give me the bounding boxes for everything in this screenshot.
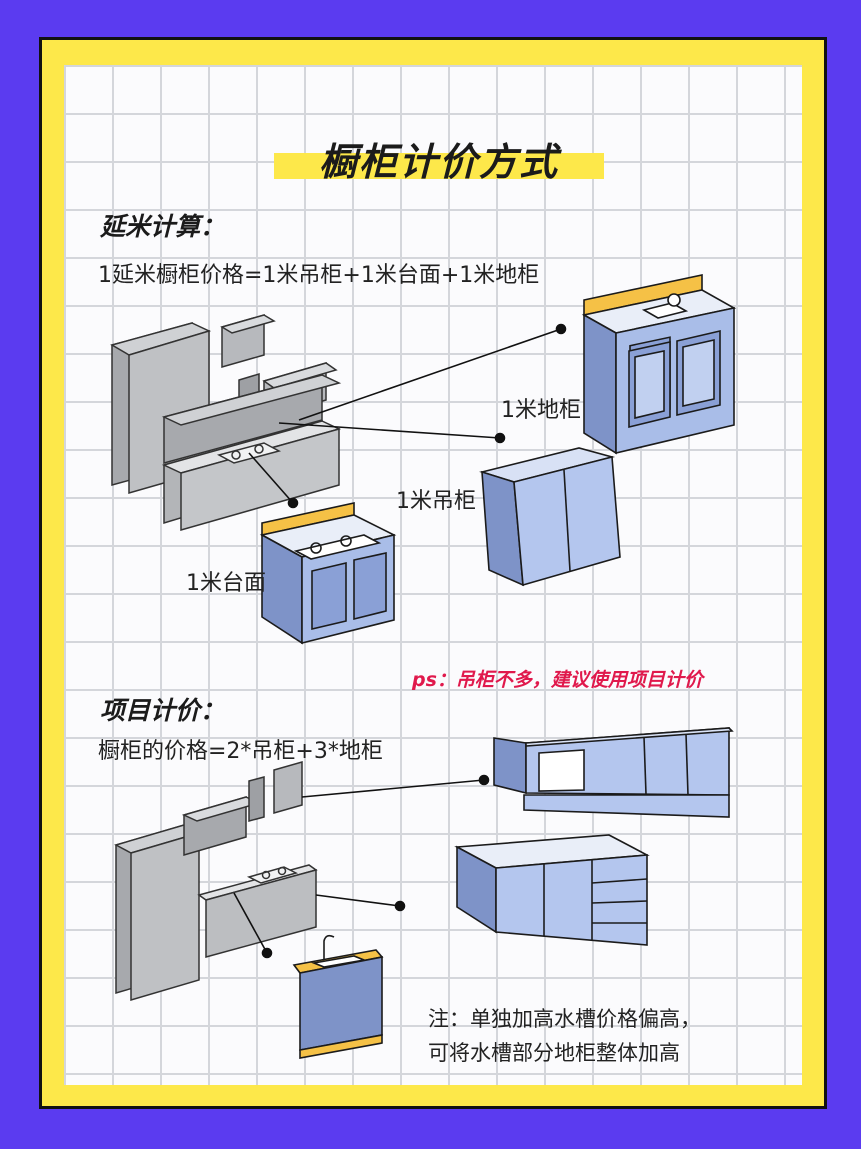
grid-paper: 橱柜计价方式 延米计算： 1延米橱柜价格=1米吊柜+1米台面+1米地柜 <box>64 65 802 1085</box>
note-line-2: 可将水槽部分地柜整体加高 <box>428 1041 680 1065</box>
ps-note: ps：吊柜不多，建议使用项目计价 <box>412 669 703 691</box>
page-title: 橱柜计价方式 <box>318 140 559 184</box>
note-line-1: 注：单独加高水槽价格偏高， <box>428 1007 701 1031</box>
leader-lines-2 <box>233 774 490 959</box>
title-highlight <box>274 153 604 179</box>
base-cabinet-row-illustration <box>454 834 650 946</box>
yellow-frame: 橱柜计价方式 延米计算： 1延米橱柜价格=1米吊柜+1米台面+1米地柜 <box>39 37 827 1109</box>
label-wall-cabinet: 1米吊柜 <box>396 489 476 514</box>
title-block: 橱柜计价方式 <box>274 123 604 184</box>
leader-lines-1 <box>248 323 567 509</box>
counter-illustration <box>259 502 397 645</box>
section2-formula: 橱柜的价格=2*吊柜+3*地柜 <box>98 739 383 764</box>
section2-heading: 项目计价： <box>100 696 226 725</box>
wall-cabinet-illustration <box>479 447 621 587</box>
label-counter: 1米台面 <box>186 571 266 596</box>
base-cabinet-illustration <box>581 274 737 455</box>
wall-cabinet-row-illustration <box>493 727 734 818</box>
section1-formula: 1延米橱柜价格=1米吊柜+1米台面+1米地柜 <box>98 263 540 288</box>
sink-cabinet-illustration <box>292 934 384 1059</box>
kitchen-illustration-2 <box>114 761 318 1002</box>
label-base-cabinet: 1米地柜 <box>501 398 581 423</box>
illustrations <box>110 274 737 1059</box>
kitchen-illustration-1 <box>110 314 342 531</box>
section1-heading: 延米计算： <box>100 212 226 241</box>
